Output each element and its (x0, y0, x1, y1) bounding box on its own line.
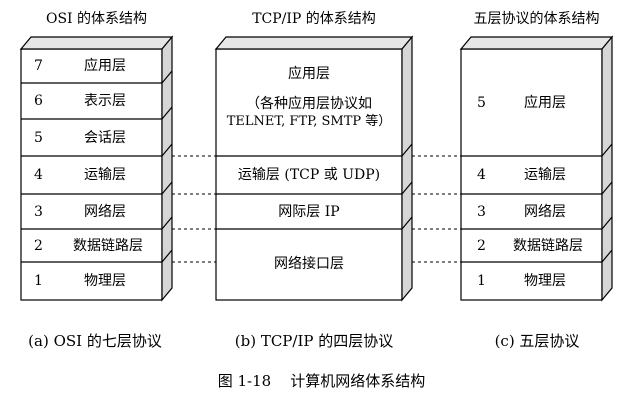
layer-number: 5 (477, 95, 486, 111)
layer-label: 应用层 (84, 58, 126, 74)
layer-label: 会话层 (84, 130, 126, 146)
layer-label: 应用层 (524, 95, 566, 111)
layer-label: 应用层 (288, 66, 330, 82)
layer-note: （各种应用层协议如 (246, 96, 372, 112)
layer-number: 3 (477, 204, 486, 220)
layer-label: 网际层 IP (278, 204, 340, 220)
layer-label: 运输层 (TCP 或 UDP) (237, 167, 381, 183)
tcpip-stack (214, 35, 414, 302)
layer-label: 物理层 (84, 273, 126, 289)
layer-number: 4 (477, 167, 486, 183)
five-layer-stack (459, 35, 614, 302)
layer-number: 4 (34, 167, 43, 183)
layer-label: 运输层 (84, 167, 126, 183)
layer-number: 5 (34, 130, 43, 146)
layer-label: 网络层 (84, 204, 126, 220)
figure-caption: 图 1-18 计算机网络体系结构 (217, 372, 426, 390)
tcpip-caption: (b) TCP/IP 的四层协议 (234, 332, 394, 350)
layer-label: 数据链路层 (73, 238, 143, 254)
layer-number: 2 (34, 238, 43, 254)
five-layer-caption: (c) 五层协议 (494, 332, 580, 350)
layer-number: 7 (34, 58, 43, 74)
layer-label: 网络接口层 (274, 256, 344, 272)
layer-number: 3 (34, 204, 43, 220)
layer-label: 表示层 (84, 93, 126, 109)
layer-number: 1 (34, 273, 43, 289)
layer-number: 2 (477, 238, 486, 254)
layer-label: 数据链路层 (513, 238, 583, 254)
layer-label: 网络层 (524, 204, 566, 220)
layer-number: 6 (34, 93, 43, 109)
layer-label: 物理层 (524, 273, 566, 289)
layer-label: 运输层 (524, 167, 566, 183)
osi-caption: (a) OSI 的七层协议 (28, 332, 162, 350)
osi-title: OSI 的体系结构 (45, 11, 148, 27)
osi-stack (19, 35, 174, 302)
layer-note: TELNET, FTP, SMTP 等） (226, 114, 392, 129)
five-layer-title: 五层协议的体系结构 (473, 11, 600, 27)
layer-number: 1 (477, 273, 486, 289)
dashed-connectors (172, 155, 461, 263)
tcpip-title: TCP/IP 的体系结构 (252, 11, 376, 27)
